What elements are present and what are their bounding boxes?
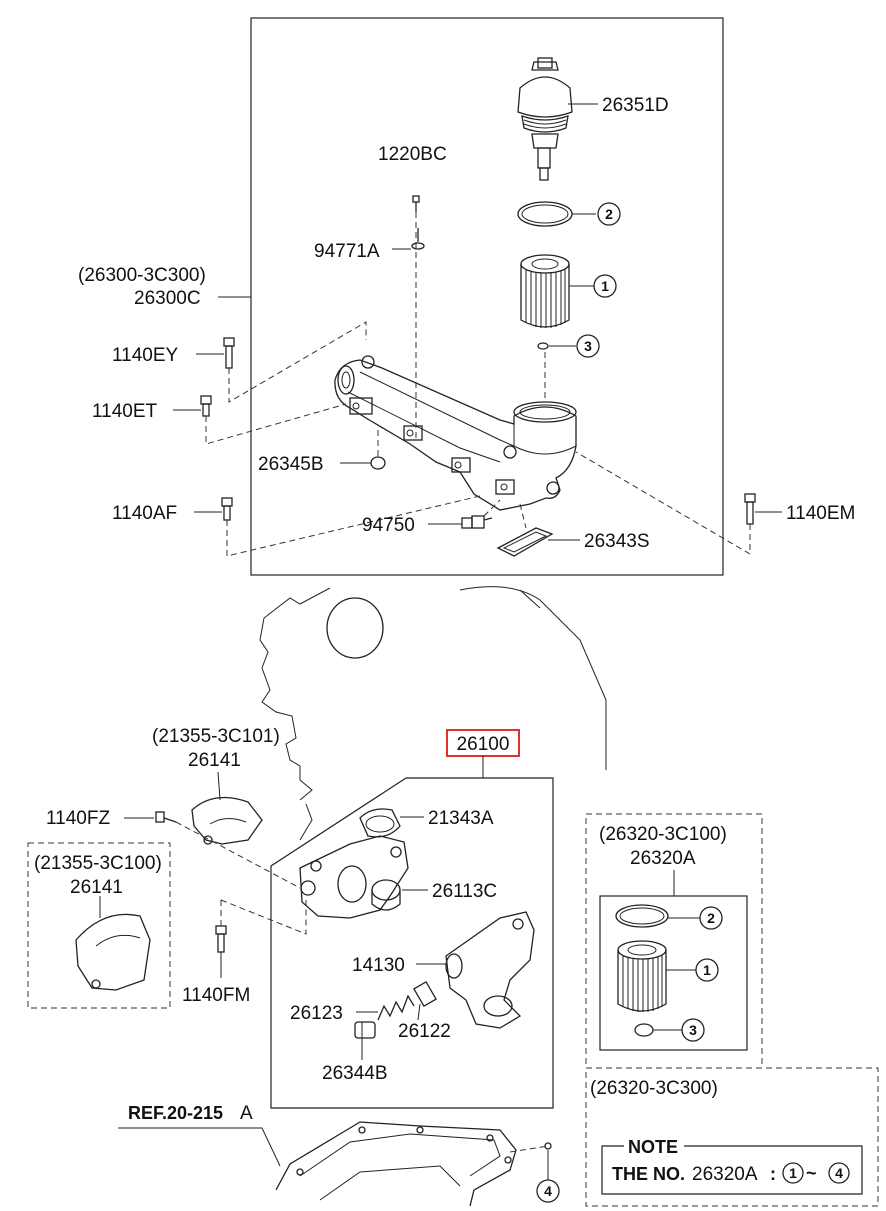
label-21343a: 21343A: [428, 808, 494, 829]
svg-text:2: 2: [707, 910, 715, 926]
circle-ref-2-upper[interactable]: 2: [597, 202, 621, 226]
label-26141-lower: 26141: [70, 877, 123, 898]
timing-cover-26141-upper[interactable]: [191, 796, 263, 845]
label-1140et: 1140ET: [92, 401, 158, 422]
label-26320a-alt: (26320-3C100): [599, 824, 727, 845]
plug-26345b[interactable]: [370, 456, 386, 470]
timing-cover-26141-lower[interactable]: [75, 913, 151, 991]
label-26345b: 26345B: [258, 454, 324, 475]
svg-text:4: 4: [544, 1183, 552, 1199]
label-26300c-alt: (26300-3C300): [78, 265, 206, 286]
bolt-1140em[interactable]: [744, 493, 756, 525]
cover-2-frame: [27, 842, 171, 1009]
circle-ref-3-upper[interactable]: 3: [576, 334, 600, 358]
spring-26123[interactable]: [377, 994, 415, 1021]
note-colon: :: [770, 1164, 776, 1184]
label-94750: 94750: [362, 515, 415, 536]
label-1140em: 1140EM: [786, 503, 855, 524]
clip-94771a[interactable]: [411, 228, 425, 250]
alt-filter-frame: [585, 1067, 879, 1207]
svg-text:4: 4: [835, 1165, 843, 1181]
filter-housing-body[interactable]: [334, 355, 577, 511]
kit-circle-ref-2[interactable]: 2: [699, 906, 723, 930]
filter-element[interactable]: [520, 254, 570, 328]
kit-filter-element[interactable]: [617, 940, 667, 1012]
label-1140fz: 1140FZ: [46, 808, 110, 829]
note-circle-to: 4: [828, 1162, 850, 1184]
svg-text:1: 1: [789, 1165, 797, 1181]
kit-o-ring-small[interactable]: [634, 1023, 654, 1037]
filter-cap-part[interactable]: [517, 57, 573, 181]
o-ring-small[interactable]: [537, 342, 549, 350]
label-26320-3c300: (26320-3C300): [590, 1078, 718, 1099]
label-26344b: 26344B: [322, 1063, 388, 1084]
sensor-94750[interactable]: [461, 515, 493, 529]
note-tilde: ~: [806, 1163, 817, 1183]
label-14130: 14130: [352, 955, 405, 976]
filter-kit-inner-frame: [599, 895, 748, 1051]
label-26141-alt-lower: (21355-3C100): [34, 853, 162, 874]
bolt-1140fm[interactable]: [215, 925, 227, 953]
bolt-1220bc[interactable]: [412, 195, 420, 212]
note-part: 26320A: [692, 1164, 758, 1185]
bushing-26113c[interactable]: [371, 879, 401, 911]
bolt-1140et[interactable]: [200, 395, 212, 417]
bolt-1140ey[interactable]: [223, 337, 235, 369]
circle-ref-4[interactable]: 4: [536, 1179, 560, 1203]
valve-26122[interactable]: [413, 980, 437, 1008]
svg-text:3: 3: [584, 338, 592, 354]
gasket-26343s[interactable]: [496, 527, 554, 557]
label-1140af: 1140AF: [112, 503, 177, 524]
seal-21343a[interactable]: [359, 808, 401, 838]
bolt-1140af[interactable]: [221, 497, 233, 521]
engine-block-outline: [259, 586, 607, 841]
label-26113c: 26113C: [432, 881, 497, 902]
label-26141-alt-upper: (21355-3C101): [152, 726, 280, 747]
oil-pan[interactable]: [275, 1121, 517, 1207]
note-circle-from: 1: [782, 1162, 804, 1184]
label-26122: 26122: [398, 1021, 451, 1042]
filter-kit-outer-frame: [585, 813, 763, 1069]
svg-text:3: 3: [689, 1022, 697, 1038]
label-94771a: 94771A: [314, 241, 380, 262]
lower-assembly-frame: [270, 777, 554, 1109]
label-26123: 26123: [290, 1003, 343, 1024]
svg-text:1: 1: [703, 962, 711, 978]
label-1140fm: 1140FM: [182, 985, 250, 1006]
note-title: NOTE: [628, 1137, 678, 1157]
label-26100: 26100: [457, 734, 510, 755]
svg-text:2: 2: [605, 206, 613, 222]
label-26351d: 26351D: [602, 95, 669, 116]
note-frame: [601, 1145, 863, 1195]
label-1140ey: 1140EY: [112, 345, 179, 366]
circle-ref-1-upper[interactable]: 1: [593, 274, 617, 298]
label-26320a: 26320A: [630, 848, 696, 869]
pump-housing-14130[interactable]: [445, 911, 535, 1029]
note-prefix: THE NO.: [612, 1164, 685, 1184]
oil-pump-body[interactable]: [299, 835, 409, 919]
o-ring-large[interactable]: [517, 201, 573, 227]
label-26300c: 26300C: [134, 288, 201, 309]
label-1220bc: 1220BC: [378, 144, 447, 165]
kit-circle-ref-1[interactable]: 1: [695, 958, 719, 982]
kit-circle-ref-3[interactable]: 3: [681, 1018, 705, 1042]
drain-plug[interactable]: [544, 1142, 552, 1150]
kit-o-ring-large[interactable]: [615, 904, 669, 928]
ref-label-suffix: A: [240, 1103, 253, 1124]
ref-label: REF.20-215: [128, 1103, 223, 1123]
svg-text:1: 1: [601, 278, 609, 294]
label-26141-upper: 26141: [188, 750, 241, 771]
plug-26344b[interactable]: [354, 1021, 376, 1039]
label-26343s: 26343S: [584, 531, 650, 552]
bolt-1140fz[interactable]: [155, 811, 177, 823]
